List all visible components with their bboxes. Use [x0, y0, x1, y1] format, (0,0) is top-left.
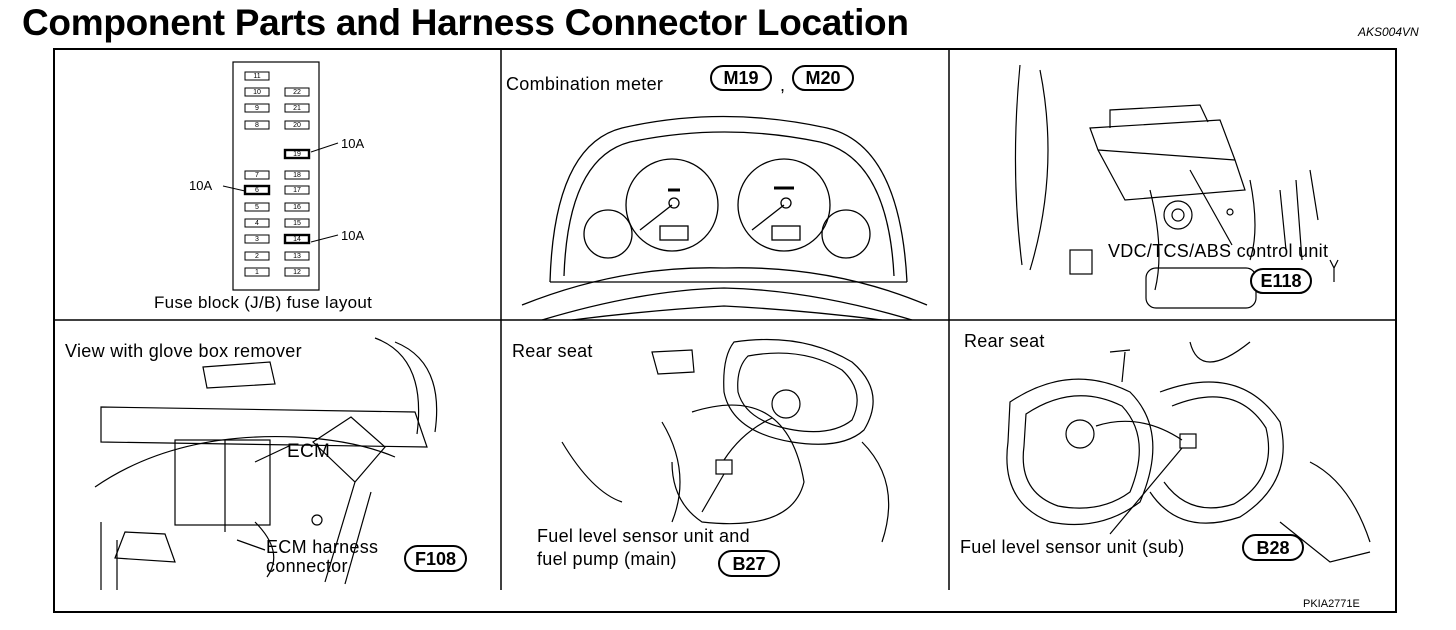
fuse-slot	[284, 103, 310, 113]
fuse-slot	[284, 267, 310, 277]
figure-code: PKIA2771E	[1303, 598, 1360, 610]
fuel-main-label-1: Fuel level sensor unit and	[537, 526, 750, 546]
fuse-callout-bottom: 10A	[341, 228, 365, 243]
fuse-slot	[284, 202, 310, 212]
fuse-number: 6	[255, 187, 259, 194]
fuse-number: 21	[293, 105, 301, 112]
connector-b28: B28	[1242, 534, 1304, 561]
fuse-slot	[284, 218, 310, 228]
ecm-drawing	[94, 337, 438, 590]
fuse-slot	[283, 148, 311, 160]
fuse-number: 14	[293, 236, 301, 243]
fuse-number: 19	[293, 151, 301, 158]
fuel-main-label-2: fuel pump (main)	[537, 549, 677, 569]
panel-combination-meter: Combination meter M19 , M20	[502, 50, 949, 320]
fuse-number: 11	[253, 73, 261, 80]
fuse-slot	[244, 87, 270, 97]
fuse-number: 12	[293, 269, 301, 276]
fuel-main-caption: Rear seat	[512, 341, 593, 361]
fuse-number: 4	[255, 220, 259, 227]
fuse-number: 13	[293, 253, 301, 260]
ecm-label: ECM	[287, 441, 331, 462]
fuse-slot	[283, 233, 311, 245]
connector-e118: E118	[1250, 268, 1312, 294]
ecm-caption: View with glove box remover	[65, 341, 302, 361]
fuse-number: 3	[255, 236, 259, 243]
panel-ecm: View with glove box remover ECM ECM harn…	[55, 322, 501, 590]
panel-vdc-unit: VDC/TCS/ABS control unit E118	[950, 50, 1396, 320]
fuse-number: 15	[293, 220, 301, 227]
fuse-callout-top: 10A	[341, 136, 365, 151]
fuse-slot	[284, 87, 310, 97]
meter-caption: Combination meter	[506, 74, 664, 94]
fuse-number: 22	[293, 89, 301, 96]
fuse-slot	[244, 202, 270, 212]
vdc-unit-drawing	[1014, 64, 1339, 309]
page-title: Component Parts and Harness Connector Lo…	[22, 2, 909, 43]
meter-separator: ,	[780, 75, 786, 95]
connector-f108: F108	[404, 545, 467, 572]
fuse-slot	[244, 120, 270, 130]
fuse-number: 1	[255, 269, 259, 276]
fuse-slot	[244, 234, 270, 244]
fuse-slot	[244, 170, 270, 180]
connector-b27: B27	[718, 550, 780, 577]
fuse-number: 10	[253, 89, 261, 96]
fuse-slot	[284, 120, 310, 130]
fuse-slot	[244, 267, 270, 277]
fuse-slot	[244, 218, 270, 228]
fuse-number: 17	[293, 187, 301, 194]
fuel-main-drawing	[561, 338, 890, 543]
vdc-caption: VDC/TCS/ABS control unit	[1108, 241, 1329, 261]
fuse-slot	[244, 71, 270, 81]
document-code: AKS004VN	[1358, 25, 1419, 39]
fuel-sub-label: Fuel level sensor unit (sub)	[960, 537, 1185, 557]
fuse-number: 8	[255, 122, 259, 129]
diagram-frame	[53, 48, 1397, 613]
fuse-callout-left: 10A	[189, 178, 213, 193]
fuse-slot	[243, 184, 271, 196]
fuse-number: 5	[255, 204, 259, 211]
panel-fuel-main: Rear seat Fuel level sensor unit and fue…	[502, 322, 949, 590]
fuse-slot	[284, 185, 310, 195]
fuse-number: 20	[293, 122, 301, 129]
fuse-number: 18	[293, 172, 301, 179]
fuse-slot	[284, 170, 310, 180]
fuse-number: 9	[255, 105, 259, 112]
fuse-slot	[244, 103, 270, 113]
fuse-slot	[284, 251, 310, 261]
ecm-harness-label-2: connector	[266, 556, 348, 576]
fuel-sub-caption: Rear seat	[964, 331, 1045, 351]
ecm-harness-label-1: ECM harness	[266, 537, 379, 557]
fuse-block-drawing	[222, 61, 339, 291]
fuse-slot	[244, 251, 270, 261]
connector-m20: M20	[792, 65, 854, 91]
fuse-number: 7	[255, 172, 259, 179]
panel-fuel-sub: Rear seat Fuel level sensor unit (sub) B…	[950, 322, 1396, 590]
fuse-number: 2	[255, 253, 259, 260]
fuse-block-caption: Fuse block (J/B) fuse layout	[154, 293, 373, 312]
connector-m19: M19	[710, 65, 772, 91]
combination-meter-drawing	[521, 115, 928, 320]
fuse-number: 16	[293, 204, 301, 211]
